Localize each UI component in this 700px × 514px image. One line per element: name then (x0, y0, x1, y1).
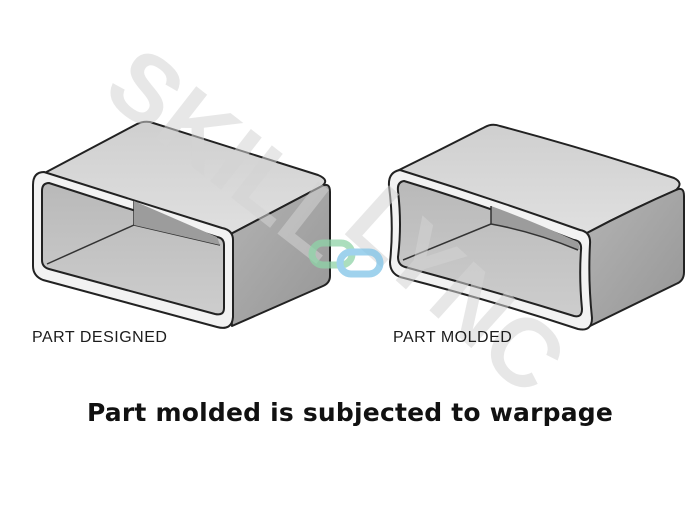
part-molded-label: PART MOLDED (393, 329, 513, 346)
designed-opening (41, 182, 225, 316)
figure-caption: Part molded is subjected to warpage (86, 398, 614, 427)
designed-side-face (224, 183, 331, 327)
part-designed-label: PART DESIGNED (32, 329, 168, 346)
molded-interior-lines (402, 206, 579, 261)
designed-back-wall (134, 201, 220, 245)
molded-opening (396, 180, 583, 318)
part-molded-box (387, 123, 685, 331)
watermark-chain-logo-icon (308, 239, 384, 278)
molded-back-wall (491, 206, 580, 250)
part-designed-box (32, 120, 331, 329)
molded-side-face (584, 187, 685, 327)
